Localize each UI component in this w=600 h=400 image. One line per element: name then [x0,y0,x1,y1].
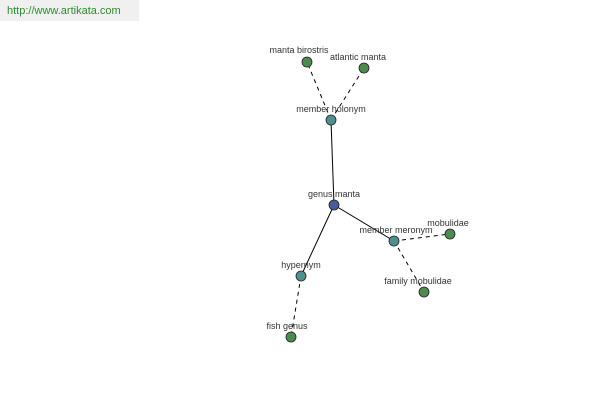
center-label-genus-manta[interactable]: genus manta [308,189,360,199]
edge-hypernym-fish-genus [290,275,302,338]
leaf-node-family-mobulidae[interactable] [418,286,430,298]
relation-label-member-meronym[interactable]: member meronym [359,225,432,235]
leaf-label-family-mobulidae[interactable]: family mobulidae [384,276,452,286]
leaf-label-atlantic-manta[interactable]: atlantic manta [330,52,386,62]
leaf-node-atlantic-manta[interactable] [358,62,370,74]
leaf-node-fish-genus[interactable] [285,331,297,343]
leaf-label-manta-birostris[interactable]: manta birostris [269,45,329,55]
leaf-node-mobulidae[interactable] [444,228,456,240]
edge-genus-manta-hypernym [300,204,335,277]
edge-genus-manta-member-meronym [333,204,395,242]
relation-label-hypernym[interactable]: hypernym [281,260,321,270]
edge-member-meronym-family-mobulidae [393,240,425,293]
edge-member-holonym-atlantic-manta [330,67,365,121]
edge-member-holonym-manta-birostris [306,61,332,121]
relation-label-member-holonym[interactable]: member holonym [296,104,366,114]
leaf-node-manta-birostris[interactable] [301,56,313,68]
edge-genus-manta-member-holonym [330,119,335,206]
source-url-bar: http://www.artikata.com [0,0,139,21]
edge-member-meronym-mobulidae [393,233,451,242]
relation-node-member-holonym[interactable] [325,114,337,126]
leaf-label-fish-genus[interactable]: fish genus [266,321,308,331]
relation-node-hypernym[interactable] [295,270,307,282]
center-node-genus-manta[interactable] [328,199,340,211]
leaf-label-mobulidae[interactable]: mobulidae [427,218,469,228]
relation-node-member-meronym[interactable] [388,235,400,247]
source-url-link[interactable]: http://www.artikata.com [7,5,121,17]
